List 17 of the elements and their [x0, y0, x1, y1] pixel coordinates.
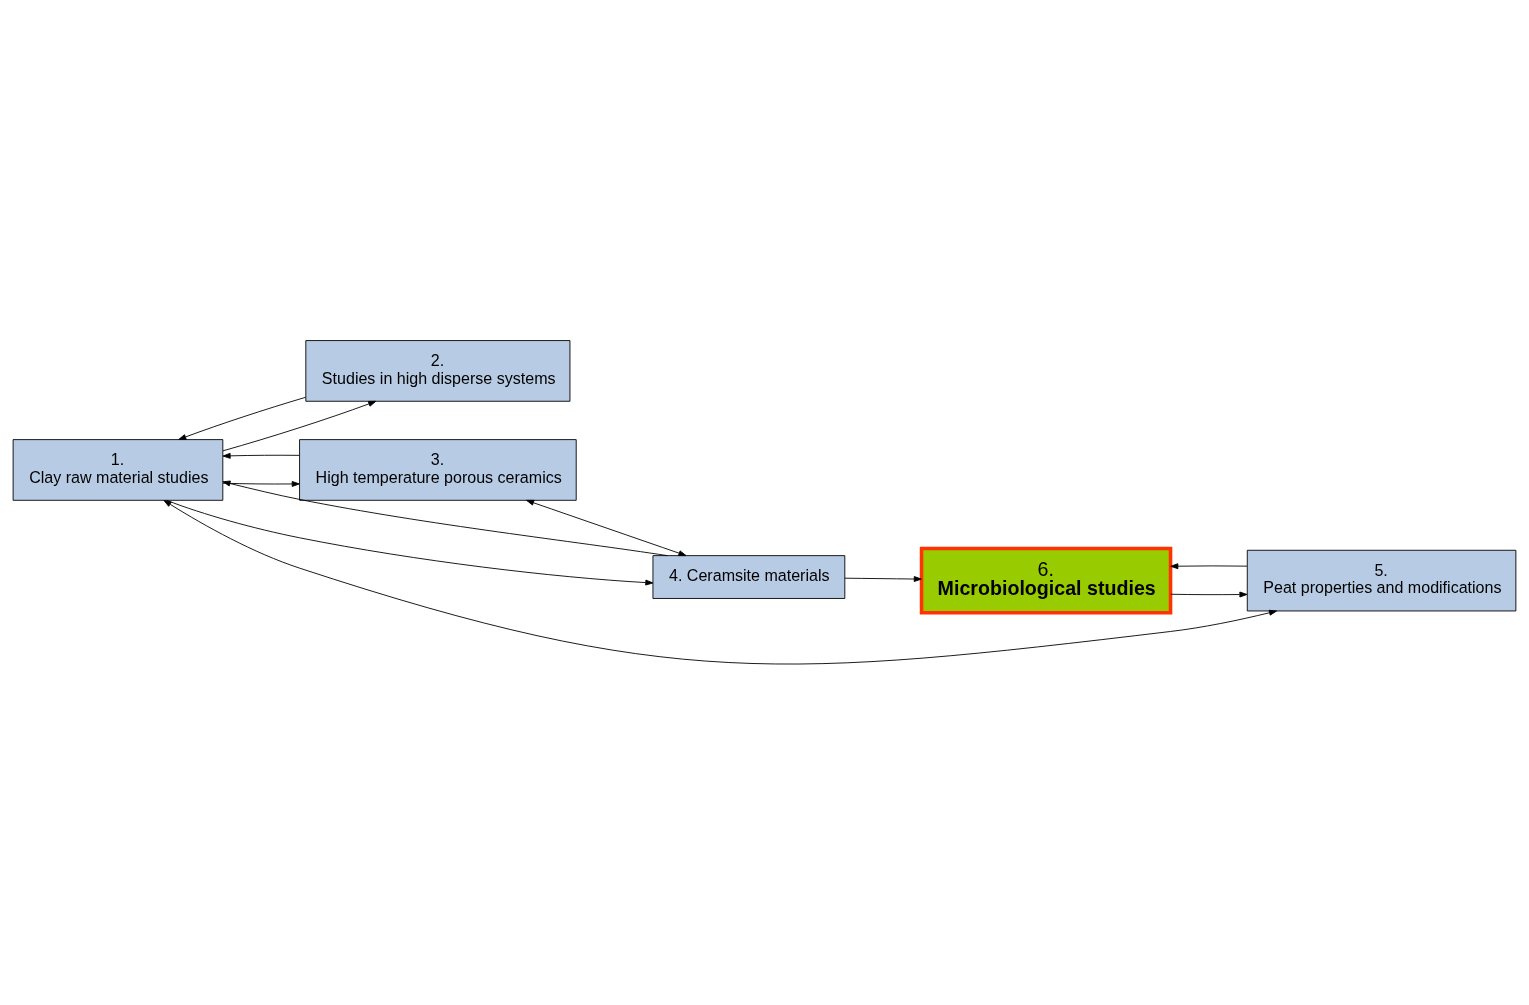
arrow	[222, 400, 377, 452]
arrow	[178, 396, 307, 440]
arrow	[166, 499, 654, 586]
arrow	[526, 499, 687, 557]
node-box: 4. Ceramsite materials	[652, 555, 846, 599]
arrow	[222, 452, 300, 459]
arrow	[844, 576, 922, 582]
node-box: 2. Studies in high disperse systems	[305, 340, 571, 402]
node-box: 1. Clay raw material studies	[12, 439, 224, 501]
arrow	[1170, 563, 1248, 570]
node-box: 5. Peat properties and modifications	[1246, 549, 1517, 612]
node-box: 6. Microbiological studies	[919, 546, 1173, 615]
arrow	[1170, 591, 1248, 598]
arrow	[222, 480, 668, 557]
arrow	[163, 500, 1277, 665]
arrow	[222, 481, 300, 487]
node-box: 3. High temperature porous ceramics	[299, 439, 577, 501]
